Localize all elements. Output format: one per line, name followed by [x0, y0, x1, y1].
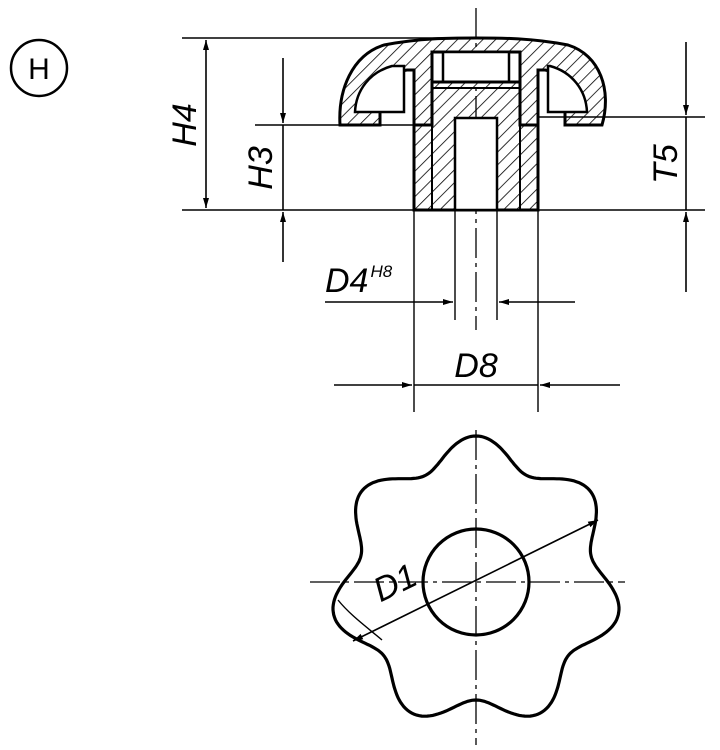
top-view: D1 [310, 430, 625, 745]
knob-left-pocket [353, 64, 406, 114]
variant-badge: H [9, 38, 69, 98]
dim-h3-label: H3 [242, 146, 280, 190]
bore-d4 [453, 116, 499, 212]
dim-d4-main: D4 [325, 262, 368, 300]
dim-d1-arc [337, 599, 383, 641]
dim-h4-label: H4 [166, 103, 204, 146]
dim-d1-line [352, 519, 599, 642]
variant-letter: H [28, 53, 50, 86]
dim-d8-label: D8 [454, 347, 498, 385]
knob-head-section [338, 36, 607, 127]
knob-right-pocket [546, 64, 589, 114]
dim-t5-label: T5 [647, 144, 685, 184]
knob-top-bore [441, 50, 511, 84]
dim-d4-tolerance: H8 [370, 262, 392, 281]
